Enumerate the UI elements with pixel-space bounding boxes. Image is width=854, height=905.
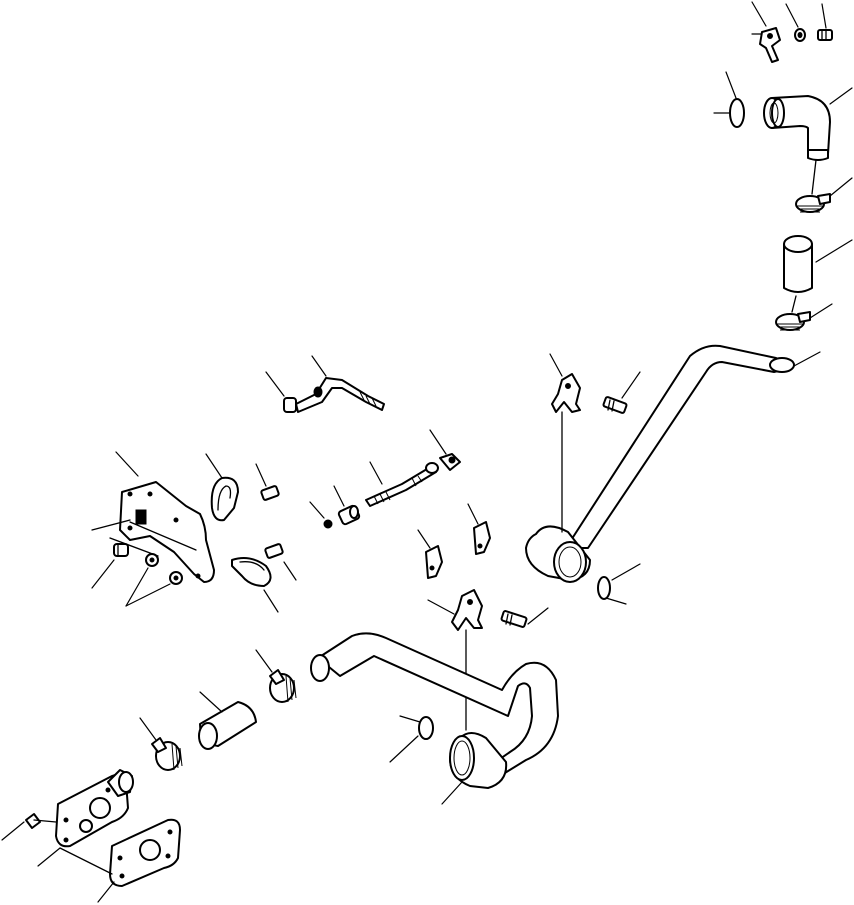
leader-top-o-ring-2 [725,71,737,99]
clip-left [425,545,443,579]
leader-strap-bolt-lower [283,561,297,581]
right-pipe [525,344,795,583]
plate-link-3 [129,521,197,551]
strap-bolt-lower [264,543,284,559]
right-bracket-bolt [602,396,628,414]
clip-right [473,521,491,555]
tube-assembly-lower [365,453,461,507]
upper-hose [783,235,813,293]
upper-hose-clamp [795,193,831,213]
top-bolt [817,29,833,41]
leader-upper-clamp [829,177,853,197]
strap-clip-lower [231,557,272,587]
lower-hose-clamp-lower [151,737,183,771]
leader-lower-pipe [441,781,463,805]
plate-link-2 [109,537,159,557]
leader-clip-left [417,529,431,549]
leader-clip-right [467,503,479,525]
leader-lower-bolt [527,607,549,625]
axis-line-1 [811,159,817,195]
leader-right-bolt [621,371,641,399]
leader-lower-o-ring [399,715,421,723]
top-o-ring [729,98,745,128]
lower-hose [198,701,257,750]
axis-line-2 [791,295,797,313]
flange-cover [55,769,134,848]
leader-strap-lower [263,589,279,613]
leader-lower-bracket [427,599,455,615]
lower-o-ring [418,716,434,740]
leader-upper-hose [815,239,853,263]
leader-tube-lower-1 [369,461,383,485]
leader-screw [1,821,25,841]
leader-gasket [97,881,115,903]
strap-bolt-upper [260,485,280,501]
leader-lower-o-ring-2 [389,735,419,763]
plate-link-1 [91,519,131,531]
leader-right-o-ring-2 [605,597,627,605]
top-bracket [759,27,781,63]
leader-lower-clamp-upper [255,649,273,673]
leader-lower-clamp-lower [139,717,157,741]
tube-assembly-upper [283,377,385,413]
leader-small-nut [309,501,325,519]
leader-lower-hose [199,691,223,713]
right-o-ring [597,576,611,600]
leader-tube-upper-1 [265,371,285,397]
flange-gasket-link [59,847,113,875]
leader-support-plate [115,451,139,477]
leader-plate-nuts-2 [125,583,171,607]
strap-clip-upper [210,476,239,522]
lower-pipe [310,632,559,789]
small-nut [323,519,333,529]
plate-nut-1 [145,553,159,567]
lower-bracket-bolt [500,610,528,628]
gasket [109,818,181,887]
leader-flange [37,847,61,867]
right-pipe-bracket [551,373,581,413]
leader-elbow [829,87,853,105]
elbow-fitting [763,95,831,161]
screw [25,813,57,829]
lower-pipe-bracket [451,589,483,631]
lower-hose-clamp-upper [269,669,297,703]
leader-strap-upper [205,453,223,479]
leader-top-washer [785,3,799,28]
top-washer [794,28,806,42]
right-lower-hose-clamp [775,311,811,331]
leader-right-pipe [793,351,821,367]
leader-strap-bolt-upper [255,463,267,487]
leader-right-o-ring [611,563,641,581]
plate-nut-2 [169,571,183,585]
leader-right-bracket [549,353,563,377]
leader-top-bolt [821,3,827,29]
leader-top-bracket [751,1,767,27]
leader-plate-nuts-1 [125,567,149,607]
leader-plate-bolt [91,559,115,589]
leader-connector [333,485,345,507]
support-plate [119,481,215,583]
leader-right-lower-clamp [809,303,833,319]
leader-tube-upper-2 [311,355,327,377]
plate-bolt [113,543,129,557]
leader-tube-lower-2 [429,429,447,455]
connector-fitting [337,504,361,526]
